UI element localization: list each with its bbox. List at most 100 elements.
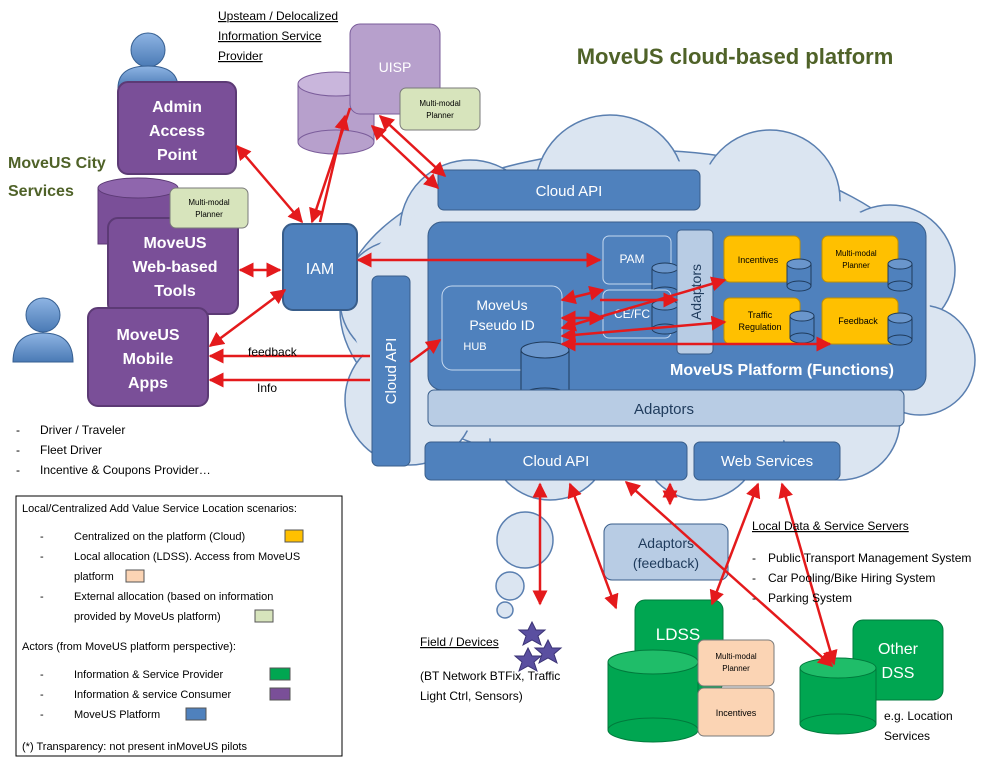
legend-swatch-consumer [269, 687, 291, 701]
uisp-desc-line2: Information Service [218, 29, 322, 43]
uisp-desc-line1: Upsteam / Delocalized [218, 9, 338, 23]
legend-bullet-2: - [40, 551, 44, 563]
legend-scenario-3-line1: External allocation (based on informatio… [74, 591, 273, 603]
field-devices-icon [513, 620, 563, 673]
cloud-api-vertical-label: Cloud API [383, 338, 400, 405]
legend-swatch-centralized [284, 529, 304, 543]
adaptors-bar-label: Adaptors [634, 401, 694, 418]
mobile-line1: MoveUS [116, 327, 179, 344]
adaptors-feedback-line2: (feedback) [633, 555, 699, 571]
uisp-desc-line3: Provider [218, 49, 263, 63]
traffic-database-icon [789, 310, 815, 344]
eg-location-line1: e.g. Location [884, 709, 953, 723]
cloud-api-top-label: Cloud API [536, 183, 603, 200]
mobile-line3: Apps [128, 375, 168, 392]
field-devices-line2: Light Ctrl, Sensors) [420, 689, 523, 703]
uisp-planner-box [399, 87, 481, 131]
admin-line3: Point [157, 147, 198, 164]
multimodal-database-icon [887, 258, 913, 292]
info-arrow-label: Info [257, 381, 277, 395]
local-servers-title: Local Data & Service Servers [752, 519, 909, 533]
legend-bullet-1: - [40, 531, 44, 543]
legend-scenario-2-line2: platform [74, 571, 114, 583]
ldss-planner-line2: Planner [722, 664, 750, 673]
traffic-line2: Regulation [738, 322, 781, 332]
webtools-planner-line1: Multi-modal [188, 198, 230, 207]
multimodal-line2: Planner [842, 261, 870, 270]
diagram-title: MoveUS cloud-based platform [577, 44, 894, 69]
field-devices-line1: (BT Network BTFix, Traffic [420, 669, 560, 683]
actor-bullet-1: - [16, 423, 20, 437]
legend-actor-2: Information & service Consumer [74, 689, 231, 701]
feedback-database-icon [887, 312, 913, 346]
cloud-api-bottom-box [424, 441, 688, 481]
feedback-arrow-label: feedback [248, 345, 298, 359]
city-services-line2: Services [8, 183, 74, 200]
pam-label: PAM [619, 252, 644, 266]
admin-access-point-box [117, 81, 237, 175]
traffic-line1: Traffic [748, 310, 773, 320]
local-servers-item-1: Public Transport Management System [768, 551, 971, 565]
eg-location-line2: Services [884, 729, 930, 743]
admin-line2: Access [149, 123, 205, 140]
adaptors-feedback-box [603, 523, 729, 581]
mobile-line2: Mobile [123, 351, 174, 368]
feedback-label: Feedback [838, 316, 878, 326]
pseudo-line1: MoveUs [476, 297, 527, 313]
local-servers-bullet-3: - [752, 591, 756, 605]
legend-footnote: (*) Transparency: not present inMoveUS p… [22, 741, 247, 753]
ldss-planner-line1: Multi-modal [715, 652, 757, 661]
legend-bullet-3: - [40, 591, 44, 603]
legend-actor-3: MoveUS Platform [74, 709, 160, 721]
cefc-label: CE/FC [614, 307, 650, 321]
actor-item-2: Fleet Driver [40, 443, 102, 457]
multimodal-line1: Multi-modal [835, 249, 877, 258]
platform-functions-label: MoveUS Platform (Functions) [670, 362, 894, 379]
webtools-line1: MoveUS [143, 235, 206, 252]
legend-swatch-provider [269, 667, 291, 681]
actor-item-1: Driver / Traveler [40, 423, 125, 437]
person-icon-bottom [12, 297, 74, 363]
actor-item-3: Incentive & Coupons Provider… [40, 463, 211, 477]
local-servers-bullet-2: - [752, 571, 756, 585]
legend-header: Local/Centralized Add Value Service Loca… [22, 503, 297, 515]
legend-swatch-external [254, 609, 274, 623]
web-services-box [693, 441, 841, 481]
iam-label: IAM [306, 261, 334, 278]
cloud-api-top-box [437, 169, 701, 211]
ldss-label: LDSS [656, 625, 700, 644]
web-services-label: Web Services [721, 453, 813, 470]
other-dss-database-icon [799, 657, 877, 735]
cloud-api-bottom-label: Cloud API [523, 453, 590, 470]
cloud-tail-small [496, 601, 514, 619]
pseudo-line2: Pseudo ID [469, 317, 534, 333]
multimodal-planner-box [821, 235, 899, 283]
adaptors-bar-box [427, 389, 905, 427]
adaptors-vertical-label: Adaptors [688, 264, 704, 320]
traffic-regulation-box [723, 297, 801, 345]
webtools-line3: Tools [154, 283, 196, 300]
local-servers-item-3: Parking System [768, 591, 852, 605]
local-servers-item-2: Car Pooling/Bike Hiring System [768, 571, 935, 585]
cloud-tail-large [496, 511, 554, 569]
person-icon-top [117, 32, 179, 89]
webtools-planner-line2: Planner [195, 210, 223, 219]
incentives-label: Incentives [738, 255, 779, 265]
mobile-apps-box [87, 307, 209, 407]
uisp-planner-line2: Planner [426, 111, 454, 120]
other-dss-line1: Other [878, 641, 919, 658]
uisp-planner-line1: Multi-modal [419, 99, 461, 108]
field-devices-title: Field / Devices [420, 635, 499, 649]
pseudo-line3: HUB [463, 341, 486, 353]
adaptors-feedback-line1: Adaptors [638, 535, 694, 551]
legend-scenario-1: Centralized on the platform (Cloud) [74, 531, 245, 543]
webtools-line2: Web-based [132, 259, 217, 276]
ldss-incentives-box [697, 687, 775, 737]
incentives-database-icon [786, 258, 812, 292]
legend-swatch-local [125, 569, 145, 583]
actor-bullet-2: - [16, 443, 20, 457]
legend-actor-1: Information & Service Provider [74, 669, 224, 681]
city-services-line1: MoveUS City [8, 155, 106, 172]
